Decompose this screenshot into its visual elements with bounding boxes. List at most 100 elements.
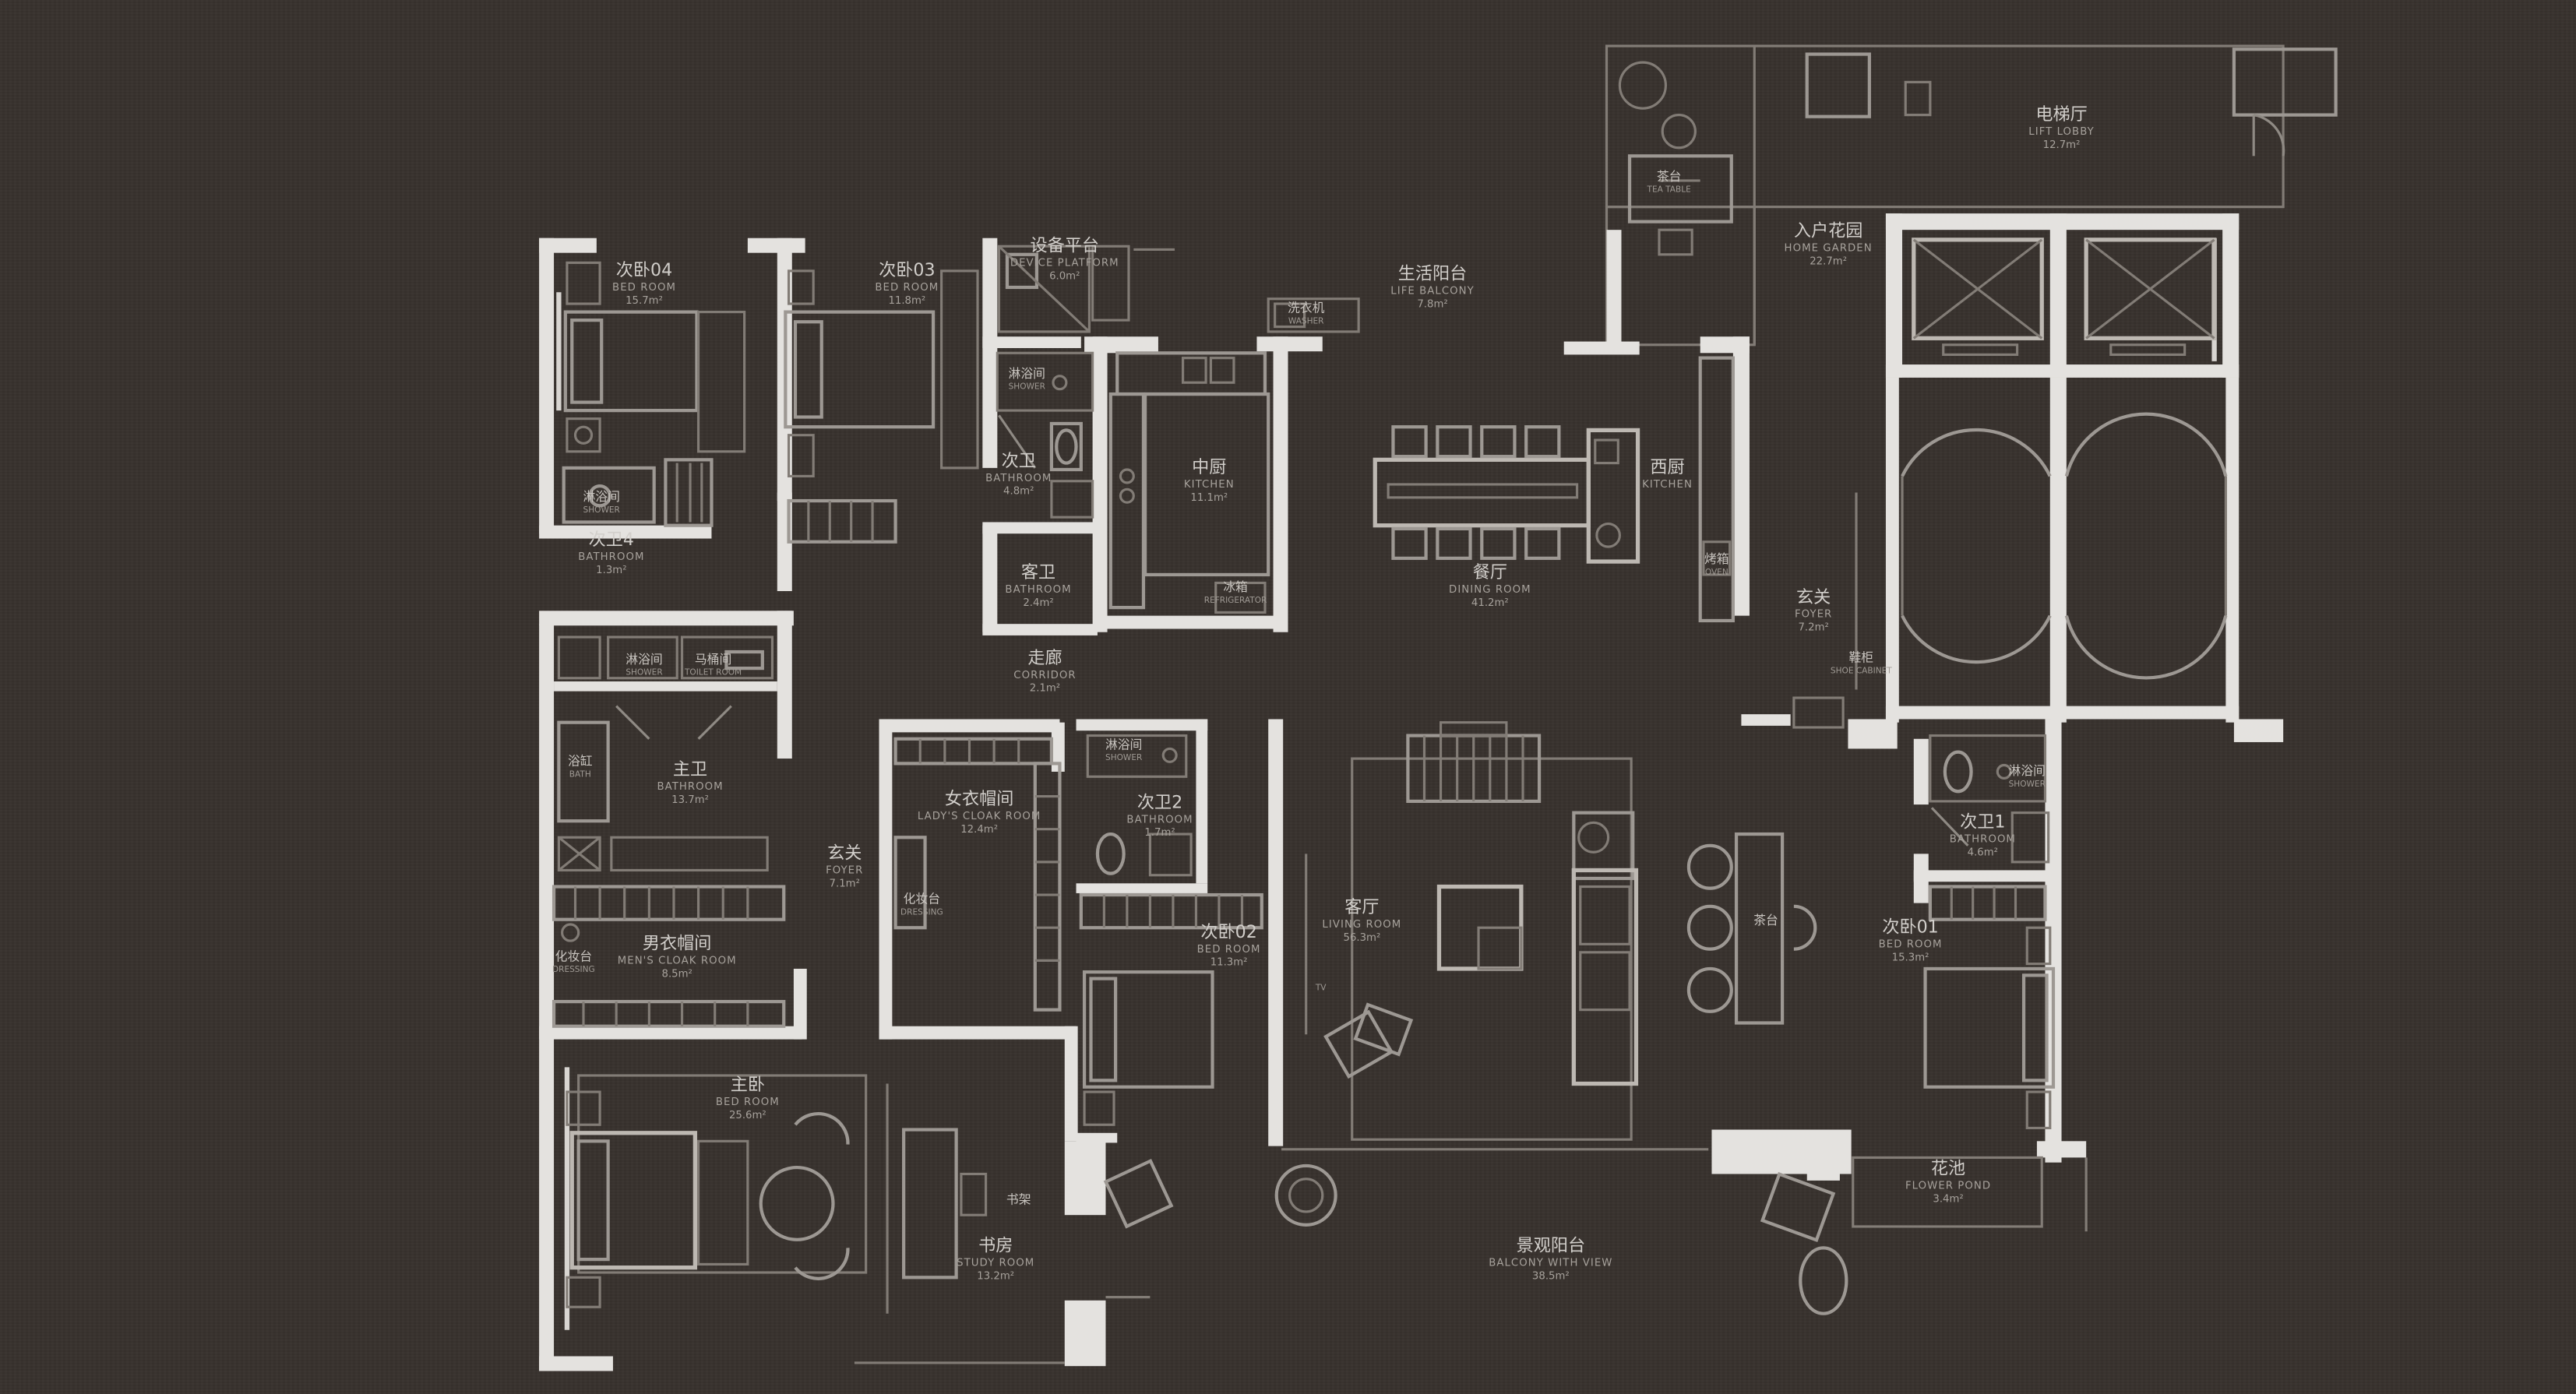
room-area: 4.6m² (1968, 847, 1998, 858)
room-name-cn: 中厨 (1192, 457, 1226, 477)
room-name-en: KITCHEN (1642, 479, 1693, 491)
room-name-cn: 电梯厅 (2035, 104, 2087, 125)
room-name-cn: 客厅 (1344, 897, 1379, 917)
room-name-en: BATHROOM (1005, 584, 1071, 596)
fixture-name-cn: 烤箱 (1704, 551, 1729, 566)
fixture-name-en: REFRIGERATOR (1204, 596, 1267, 605)
room-name-cn: 主卧 (731, 1075, 765, 1095)
room-area: 56.3m² (1343, 932, 1380, 944)
room-name-cn: 次卧04 (616, 260, 672, 280)
fixture-name-en: SHOWER (583, 505, 621, 515)
room-name-cn: 书房 (978, 1236, 1013, 1256)
room-name-cn: 玄关 (1796, 587, 1831, 607)
fixture-name-en: SHOWER (1009, 382, 1046, 392)
fixture-label-oven: 烤箱 OVEN (1704, 551, 1729, 577)
fixture-name-en: WASHER (1288, 316, 1324, 326)
room-name-cn: 次卫 (1002, 451, 1036, 471)
lift-lobby-outline (1605, 44, 2285, 347)
room-area: 7.8m² (1417, 298, 1447, 310)
room-area: 7.1m² (830, 878, 860, 890)
room-area: 2.1m² (1030, 683, 1060, 695)
fixture-name-en: OVEN (1705, 568, 1728, 577)
room-area: 11.8m² (888, 295, 925, 307)
room-area: 12.7m² (2043, 139, 2081, 151)
room-name-cn: 餐厅 (1473, 562, 1507, 583)
fixture-name-cn: 淋浴间 (2009, 763, 2046, 778)
room-name-en: BATHROOM (1950, 834, 2016, 846)
fixture-name-en: SHOWER (1105, 753, 1143, 762)
room-name-en: FOYER (826, 865, 863, 877)
fixture-name-en: SHOWER (2009, 780, 2046, 789)
fixture-label-tv: TV (1315, 983, 1327, 992)
fixture-name-cn: 鞋柜 (1849, 650, 1874, 665)
room-name-en: MEN'S CLOAK ROOM (618, 956, 737, 967)
interior-lines (551, 48, 2338, 1364)
fixture-name-cn: 淋浴间 (625, 652, 662, 667)
fixture-name-cn: 化妆台 (904, 892, 940, 906)
room-area: 8.5m² (662, 968, 692, 980)
room-name-en: BED ROOM (1879, 939, 1943, 951)
room-name-cn: 玄关 (827, 843, 862, 864)
room-name-en: CORRIDOR (1013, 670, 1076, 681)
fixture-name-en: TV (1315, 983, 1327, 992)
room-area: 4.8m² (1003, 486, 1034, 498)
fixture-name-en: TOILET ROOM (684, 668, 742, 678)
room-name-en: HOME GARDEN (1785, 243, 1873, 255)
room-name-en: BED ROOM (1197, 944, 1261, 956)
fixture-name-cn: 淋浴间 (583, 489, 620, 504)
room-name-cn: 生活阳台 (1398, 263, 1468, 283)
room-area: 15.3m² (1892, 952, 1929, 963)
room-name-en: BATHROOM (985, 473, 1052, 484)
room-name-en: BED ROOM (716, 1097, 780, 1108)
room-area: 12.4m² (960, 824, 998, 836)
room-name-cn: 设备平台 (1031, 236, 1100, 256)
room-name-en: FOYER (1795, 609, 1832, 621)
fixture-name-cn: 茶台 (1753, 913, 1778, 928)
room-area: 1.3m² (596, 565, 626, 576)
room-area: 13.7m² (671, 794, 709, 806)
room-name-en: BATHROOM (657, 781, 723, 793)
fixture-name-cn: 洗衣机 (1288, 301, 1325, 315)
room-name-cn: 次卫4 (589, 530, 634, 550)
fixture-name-en: BATH (569, 769, 591, 779)
room-name-en: DEVICE PLATFORM (1010, 258, 1119, 269)
fixture-labels: 淋浴间SHOWER淋浴间SHOWER洗衣机WASHER冰箱REFRIGERATO… (552, 169, 2046, 1207)
room-area: 7.2m² (1799, 622, 1829, 634)
fixture-name-cn: 马桶间 (695, 652, 731, 667)
room-name-cn: 女衣帽间 (945, 789, 1014, 809)
fixture-name-en: DRESSING (900, 907, 943, 917)
room-area: 11.1m² (1190, 492, 1228, 504)
room-name-en: BATHROOM (1126, 814, 1193, 825)
room-area: 2.4m² (1023, 597, 1053, 609)
room-area: 1.7m² (1144, 827, 1175, 839)
